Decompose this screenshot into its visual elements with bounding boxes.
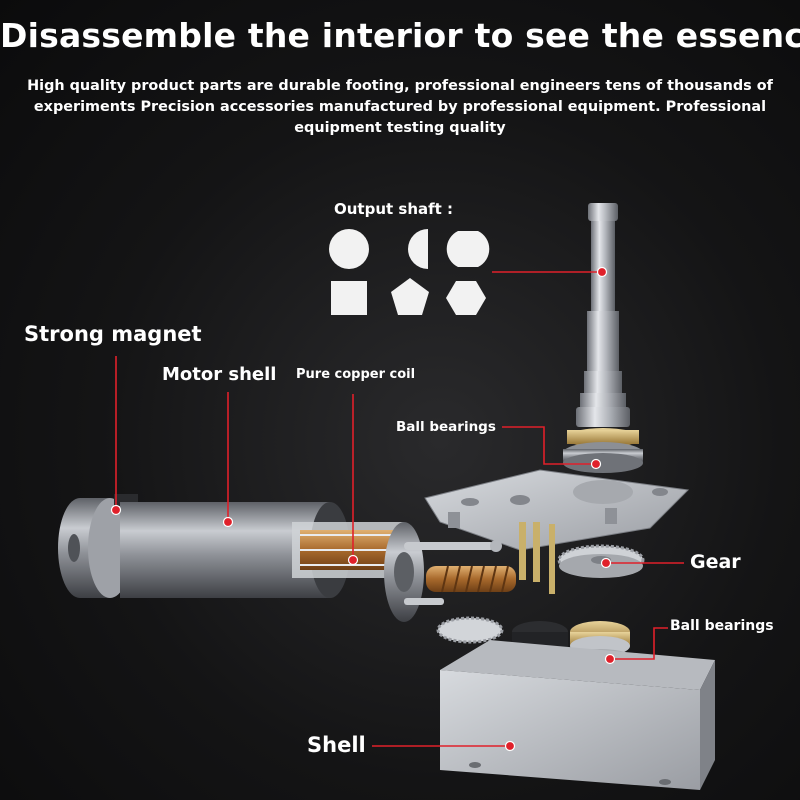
top-ball-bearing [563, 428, 643, 473]
d-cut-circle-icon [408, 229, 428, 269]
square-icon [331, 281, 367, 315]
pointer-lines [115, 271, 684, 747]
gear-plate [424, 469, 690, 551]
output-shaft-label: Output shaft : [334, 200, 454, 218]
gear-label: Gear [690, 551, 741, 573]
ball-bearings-bottom-label: Ball bearings [670, 618, 774, 634]
description-text: High quality product parts are durable f… [27, 78, 773, 136]
double-d-cut-icon [446, 231, 490, 267]
pentagon-icon [391, 278, 429, 315]
motor-shell-label: Motor shell [162, 364, 277, 385]
shell-label: Shell [307, 733, 366, 757]
gear-shafts [519, 522, 555, 594]
page-title: Disassemble the interior to see the esse… [0, 16, 800, 55]
output-shaft [576, 203, 630, 427]
gearbox-shell [440, 640, 715, 790]
ball-bearings-top-label: Ball bearings [396, 419, 496, 435]
rotor-coil [292, 522, 502, 622]
pointer-dots [110, 266, 616, 752]
gear-silver [557, 544, 645, 578]
hexagon-icon [446, 281, 486, 315]
worm-gear [426, 565, 516, 593]
strong-magnet-label: Strong magnet [24, 322, 202, 346]
circle-icon [329, 229, 369, 269]
shaft-shape-icons [329, 229, 490, 315]
copper-coil-label: Pure copper coil [296, 367, 416, 382]
